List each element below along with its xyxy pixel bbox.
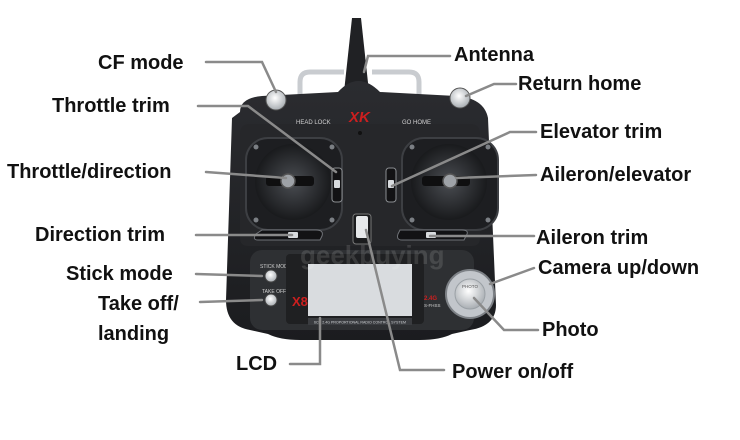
label-stick-mode: Stick mode: [66, 263, 173, 285]
label-power-on-off: Power on/off: [452, 361, 574, 383]
label-throttle-direction: Throttle/direction: [7, 161, 172, 183]
label-aileron-trim: Aileron trim: [536, 227, 649, 249]
leader-throttle-direction: [204, 170, 288, 180]
leader-camera: [488, 266, 536, 286]
label-cf-mode: CF mode: [98, 52, 184, 74]
return-home-switch[interactable]: [449, 87, 471, 109]
leader-antenna: [362, 54, 452, 74]
leader-cf-mode: [204, 60, 278, 94]
lcd-brand: X8: [292, 294, 308, 309]
leader-photo: [472, 296, 540, 332]
leader-aileron-elevator: [454, 173, 538, 180]
take-off-button[interactable]: [264, 293, 278, 307]
leader-elevator-trim: [390, 130, 538, 188]
lcd-screen: [308, 264, 412, 316]
label-take-off-2: landing: [98, 323, 170, 345]
leader-stick-mode: [194, 272, 264, 278]
label-elevator-trim: Elevator trim: [540, 121, 663, 143]
stick-mode-caption: STICK MODE: [260, 264, 292, 270]
leader-lines: [194, 54, 540, 372]
antenna: [344, 18, 369, 92]
tech-text: S-FHSS: [424, 303, 441, 308]
right-stick[interactable]: [442, 173, 458, 189]
label-camera-up-down: Camera up/down: [538, 257, 700, 279]
right-screw-br: [485, 217, 491, 223]
left-screw-bl: [253, 217, 259, 223]
bottom-strip-text: 6CH 2.4G PROPORTIONAL RADIO CONTROL SYST…: [314, 321, 406, 325]
throttle-trim-thumb: [334, 180, 340, 188]
bottom-strip: [308, 318, 412, 325]
take-off-caption: TAKE OFF: [262, 289, 286, 295]
stick-mode-button[interactable]: [264, 269, 278, 283]
label-aileron-elevator: Aileron/elevator: [540, 164, 692, 186]
leader-power: [364, 228, 446, 372]
leader-throttle-trim: [196, 104, 338, 174]
right-screw-tl: [409, 144, 415, 150]
xk-logo: XK: [348, 109, 371, 126]
label-throttle-trim: Throttle trim: [52, 95, 170, 117]
indicator-led: [358, 131, 362, 135]
leader-lcd: [288, 316, 322, 366]
photo-caption: PHOTO: [462, 284, 478, 289]
head-lock-caption: HEAD LOCK: [296, 120, 331, 126]
left-screw-tl: [253, 144, 259, 150]
leader-return-home: [464, 82, 518, 98]
label-take-off-1: Take off/: [98, 293, 179, 315]
label-photo: Photo: [542, 319, 599, 341]
go-home-caption: GO HOME: [402, 120, 431, 126]
power-switch[interactable]: [356, 216, 368, 238]
left-handle: [297, 69, 344, 112]
label-direction-trim: Direction trim: [35, 224, 166, 246]
left-screw-br: [329, 217, 335, 223]
band-text: 2.4G: [424, 296, 437, 302]
left-stick[interactable]: [280, 173, 296, 189]
label-lcd: LCD: [236, 353, 278, 375]
left-screw-tr: [329, 144, 335, 150]
leader-take-off: [198, 298, 264, 304]
right-screw-tr: [485, 144, 491, 150]
label-antenna: Antenna: [454, 44, 534, 66]
right-screw-bl: [409, 217, 415, 223]
right-handle: [372, 69, 422, 112]
label-return-home: Return home: [518, 73, 642, 95]
